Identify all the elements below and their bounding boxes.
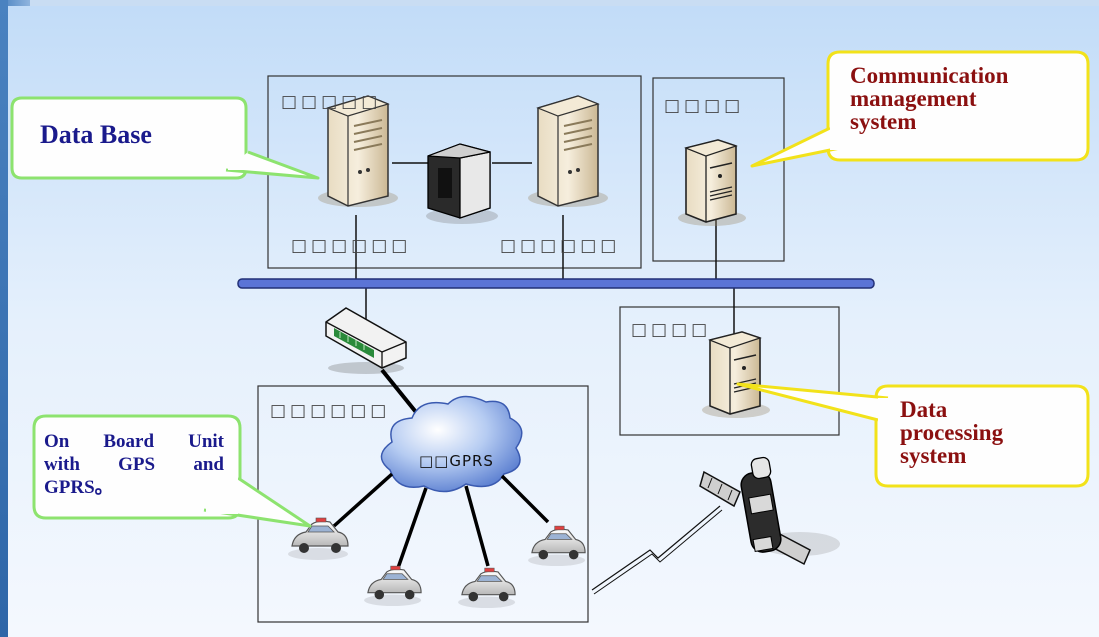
obu-callout-text: On Board Unit with GPS and GPRS。 (44, 430, 224, 500)
obu-callout-box (32, 414, 242, 520)
comm-callout-text: Communication management system (850, 64, 1008, 133)
satellite-icon (699, 456, 840, 566)
comm-callout-box (826, 50, 1090, 162)
comm-line-1: Communication (850, 63, 1009, 88)
db-server-right-label: □□□□□□ (500, 236, 621, 256)
obu-line-3: GPRS。 (44, 477, 114, 499)
proc-box (619, 306, 840, 436)
obu-line-2: with GPS and (44, 454, 224, 476)
db-server-left-icon (317, 95, 399, 208)
comm-box-label: □□□□ (664, 96, 745, 116)
proc-line-1: Data (900, 397, 948, 422)
obu-line-1: On Board Unit (44, 431, 224, 452)
db-server-right-icon (527, 95, 609, 208)
vehicle-box-label: □□□□□□ (270, 401, 391, 421)
comm-callout-pointer (750, 126, 841, 168)
network-bus (237, 278, 875, 289)
proc-callout-pointer (736, 382, 889, 422)
network-switch-icon (426, 143, 498, 224)
proc-line-2: processing (900, 420, 1004, 445)
cloud-car4-link (500, 474, 550, 524)
slide-left-bar (0, 0, 8, 637)
cloud-label: □□GPRS (419, 452, 494, 470)
proc-box-label: □□□□ (631, 320, 712, 340)
proc-callout-box (874, 384, 1090, 488)
database-callout-text: Data Base (40, 120, 152, 149)
proc-server-icon (701, 331, 771, 419)
cloud-car3-link (464, 485, 490, 567)
comm-box (652, 77, 785, 262)
proc-line-3: system (900, 443, 967, 468)
db-server-left-label: □□□□□□ (291, 236, 412, 256)
wireless-link-shadow (593, 509, 723, 595)
wireless-link (591, 505, 721, 591)
comm-line-3: system (850, 109, 917, 134)
comm-server-icon (677, 139, 747, 227)
cloud-icon (380, 395, 523, 493)
proc-callout-text: Data processing system (900, 398, 1003, 467)
comm-line-2: management (850, 86, 977, 111)
database-callout-pointer (225, 150, 320, 180)
cloud-car1-link (332, 472, 394, 528)
cloud-car2-link (396, 487, 428, 569)
database-callout-box (10, 96, 248, 180)
db-cluster-label: □□□□□ (281, 92, 382, 112)
